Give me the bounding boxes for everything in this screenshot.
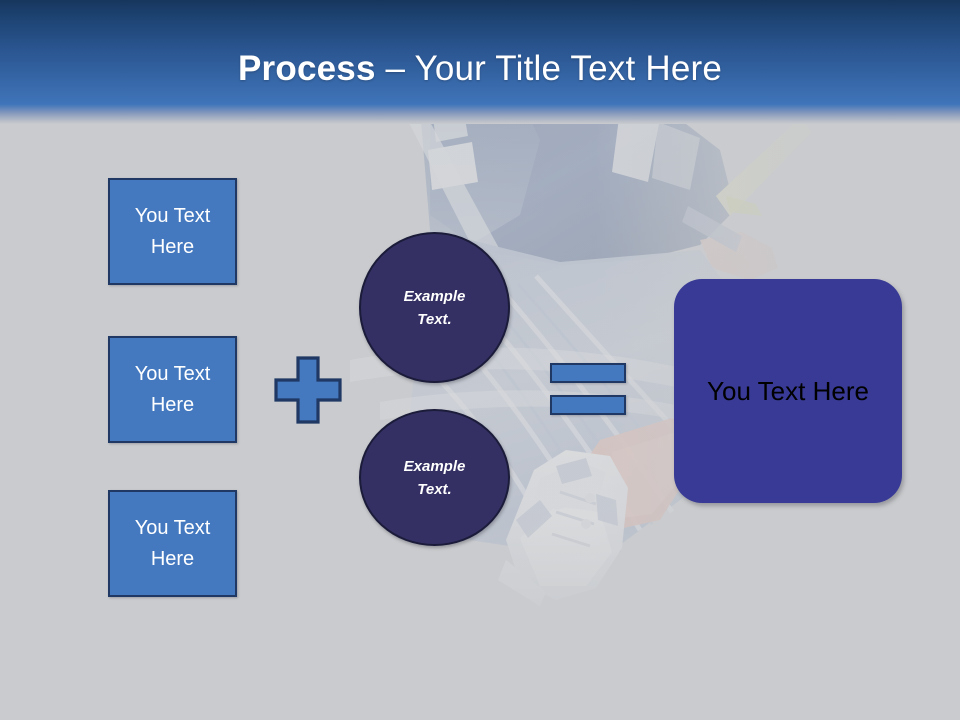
equals-bar-top (550, 363, 626, 383)
example-circle-1-label: Example Text. (380, 285, 490, 331)
page-title-separator: – (375, 49, 415, 88)
example-circle-1-line2: Text. (417, 310, 452, 328)
page-title-rest: Your Title Text Here (414, 49, 722, 88)
page-title: Process – Your Title Text Here (0, 48, 960, 90)
input-box-3-label: You Text Here (125, 513, 221, 575)
result-box[interactable]: You Text Here (674, 279, 902, 503)
equals-operator-icon (550, 363, 626, 415)
plus-operator-icon (274, 356, 342, 424)
slide-header-band (0, 0, 960, 124)
example-circle-2[interactable]: Example Text. (359, 409, 510, 546)
input-box-1-label: You Text Here (125, 201, 221, 263)
input-box-1-line1: You Text (134, 204, 211, 227)
input-box-1[interactable]: You Text Here (108, 178, 237, 285)
input-box-2-line2: Here (150, 393, 195, 416)
input-box-2-label: You Text Here (125, 359, 221, 421)
input-box-3-line2: Here (150, 547, 195, 570)
example-circle-1-line1: Example (403, 287, 466, 305)
example-circle-2-line1: Example (403, 457, 466, 475)
result-box-label: You Text Here (707, 375, 869, 406)
example-circle-2-label: Example Text. (380, 455, 490, 501)
equals-bar-bottom (550, 395, 626, 415)
input-box-2-line1: You Text (134, 362, 211, 385)
example-circle-2-line2: Text. (417, 480, 452, 498)
input-box-2[interactable]: You Text Here (108, 336, 237, 443)
input-box-1-line2: Here (150, 235, 195, 258)
example-circle-1[interactable]: Example Text. (359, 232, 510, 383)
page-title-bold: Process (238, 49, 376, 88)
input-box-3-line1: You Text (134, 516, 211, 539)
input-box-3[interactable]: You Text Here (108, 490, 237, 597)
